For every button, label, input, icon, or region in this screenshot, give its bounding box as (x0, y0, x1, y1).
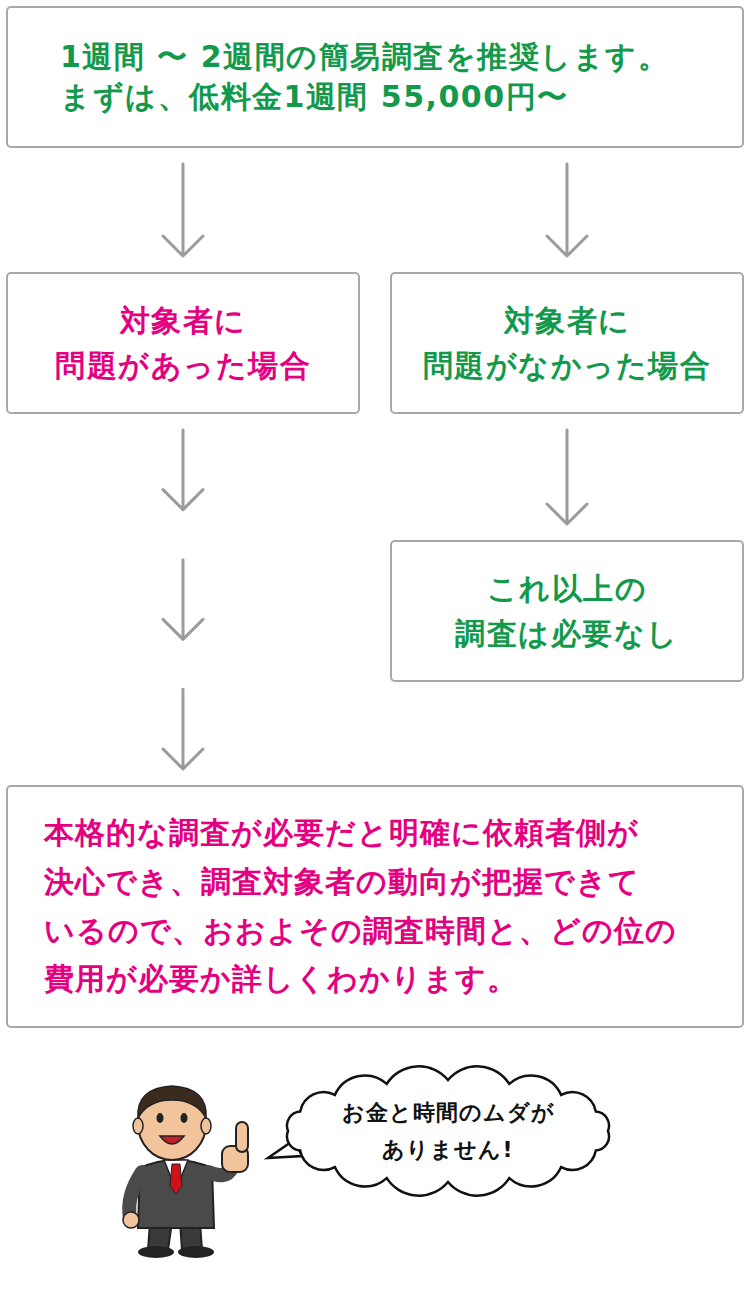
speech-bubble: お金と時間のムダが ありません! (272, 1066, 624, 1196)
cloud-shape (287, 1066, 609, 1195)
process-box: 対象者に 問題がなかった場合 (390, 272, 744, 414)
flow-arrow (547, 164, 587, 256)
ear (133, 1118, 143, 1134)
eye (181, 1113, 188, 1123)
thumb (236, 1122, 248, 1152)
cloud-outline (272, 1066, 624, 1196)
hand (123, 1212, 139, 1228)
flow-arrow (547, 430, 587, 524)
intro-box: 1週間 〜 2週間の簡易調査を推奨します。 まずは、低料金1週間 55,000円… (6, 6, 744, 148)
bubble-text: お金と時間のムダが ありません! (338, 1094, 558, 1169)
mouth (160, 1136, 184, 1144)
box-text: これ以上の 調査は必要なし (417, 566, 717, 656)
necktie (170, 1164, 182, 1194)
box-text: 本格的な調査が必要だと明確に依頼者側が 決心でき、調査対象者の動向が把握できて … (44, 809, 712, 1003)
box-text: 1週間 〜 2週間の簡易調査を推奨します。 まずは、低料金1週間 55,000円… (60, 37, 712, 118)
businessman-figure (123, 1086, 248, 1258)
box-text: 対象者に 問題がなかった場合 (417, 298, 717, 388)
result-box: これ以上の 調査は必要なし (390, 540, 744, 682)
hair (138, 1086, 206, 1118)
box-text: 対象者に 問題があった場合 (33, 298, 333, 388)
shoe (178, 1246, 214, 1258)
eye (157, 1113, 164, 1123)
result-box: 本格的な調査が必要だと明確に依頼者側が 決心でき、調査対象者の動向が把握できて … (6, 785, 744, 1028)
process-box: 対象者に 問題があった場合 (6, 272, 360, 414)
arm (129, 1172, 142, 1218)
ear (201, 1118, 211, 1134)
flow-arrow (163, 430, 203, 769)
flow-arrow (163, 164, 203, 256)
shoe (138, 1246, 174, 1258)
